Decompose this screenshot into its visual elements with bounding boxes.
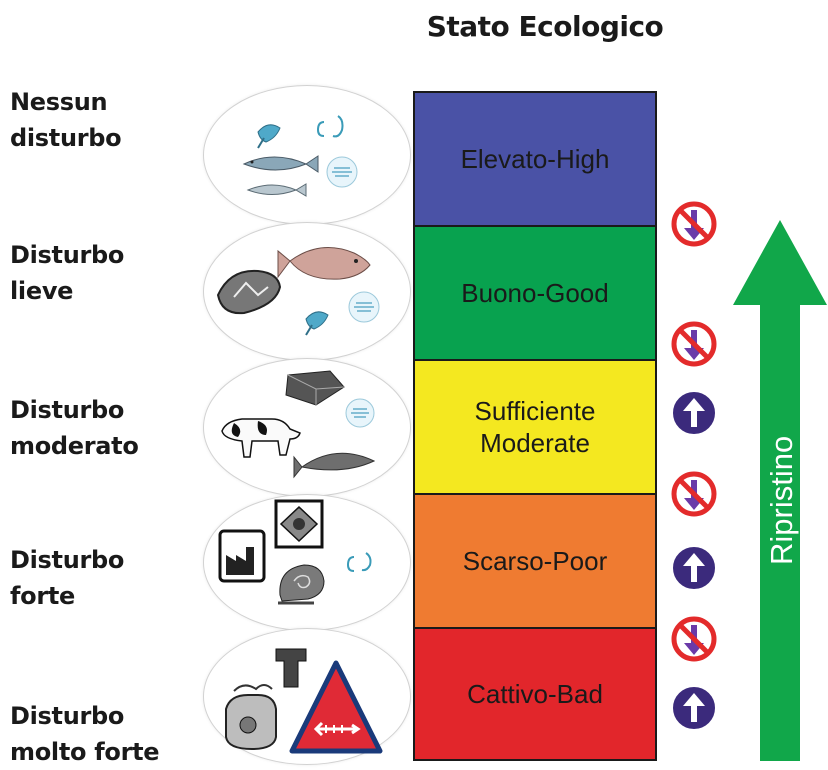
status-label-line: Elevato-High [460, 144, 610, 174]
tilapia-icon [277, 247, 371, 280]
status-label: Buono-Good [461, 277, 608, 309]
dead-fish-warning-icon [289, 660, 383, 754]
stone-icon [216, 269, 282, 315]
no-down-arrow-icon [670, 320, 718, 368]
status-label: Elevato-High [461, 143, 610, 175]
organisms-oval-poor [203, 494, 411, 631]
disturbance-label-line: disturbo [10, 124, 122, 152]
status-band-good: Buono-Good [415, 227, 655, 361]
status-label: Sufficiente Moderate [475, 395, 596, 459]
status-band-bad: Cattivo-Bad [415, 629, 655, 759]
restoration-arrow-icon [733, 220, 827, 761]
disturbance-label-line: Disturbo [10, 396, 125, 424]
disturbance-label-line: molto forte [10, 738, 160, 766]
disturbance-label-line: forte [10, 582, 76, 610]
hazard-sign-icon [274, 499, 324, 549]
sewage-icon [225, 684, 277, 751]
no-down-arrow-icon [670, 470, 718, 518]
status-label: Scarso-Poor [463, 545, 608, 577]
disturbance-label-line: Disturbo [10, 241, 125, 269]
organisms-oval-moderate [203, 358, 411, 497]
diatom-icon [326, 156, 358, 188]
status-label-line: Scarso-Poor [462, 546, 608, 576]
snail-icon [278, 564, 325, 605]
organisms-illustration [216, 247, 380, 336]
up-arrow-circle-icon [670, 544, 718, 592]
status-label: Cattivo-Bad [467, 678, 603, 710]
organisms-illustration [225, 648, 383, 754]
disturbance-label-very-strong: Disturbo molto forte [10, 698, 200, 770]
disturbance-label-line: Nessun [10, 88, 108, 116]
larva-icon [346, 552, 372, 572]
ecological-status-scale: Elevato-High Buono-Good Sufficiente Mode… [413, 91, 657, 761]
no-down-arrow-icon [670, 615, 718, 663]
disturbance-label-line: lieve [10, 277, 74, 305]
status-label-line: Buono-Good [461, 278, 609, 308]
organisms-oval-bad [203, 628, 411, 765]
diatom-icon [345, 398, 375, 428]
disturbance-label-line: Disturbo [10, 702, 125, 730]
status-band-moderate: Sufficiente Moderate [415, 361, 655, 495]
disturbance-label-slight: Disturbo lieve [10, 237, 200, 309]
organisms-oval-high [203, 85, 411, 225]
disturbance-label-none: Nessun disturbo [10, 84, 200, 156]
diagram-title: Stato Ecologico [426, 10, 664, 43]
organisms-oval-good [203, 222, 411, 361]
disturbance-label-line: Disturbo [10, 546, 125, 574]
restoration-label: Ripristino [764, 435, 799, 565]
shrimp-icon [305, 311, 329, 336]
larva-icon [316, 115, 344, 138]
disturbance-label-moderate: Disturbo moderato [10, 392, 200, 464]
organisms-illustration [221, 370, 376, 479]
status-label-line: Sufficiente [474, 396, 596, 426]
organisms-illustration [218, 499, 372, 605]
status-band-poor: Scarso-Poor [415, 495, 655, 629]
shrimp-icon [257, 124, 281, 149]
up-arrow-circle-icon [670, 389, 718, 437]
factory-icon [218, 529, 266, 583]
cow-icon [221, 418, 301, 458]
organisms-illustration [242, 115, 358, 197]
up-arrow-circle-icon [670, 684, 718, 732]
status-label-line: Cattivo-Bad [467, 679, 603, 709]
status-band-high: Elevato-High [415, 93, 655, 227]
status-label-line: Moderate [480, 428, 590, 458]
disturbance-label-strong: Disturbo forte [10, 542, 200, 614]
catfish-icon [293, 452, 376, 479]
no-down-arrow-icon [670, 200, 718, 248]
mineral-icon [285, 370, 345, 406]
pipe-icon [275, 648, 307, 688]
diatom-icon [348, 291, 380, 323]
trout-icon [242, 155, 319, 173]
disturbance-label-line: moderato [10, 432, 139, 460]
fish-icon [246, 183, 307, 197]
